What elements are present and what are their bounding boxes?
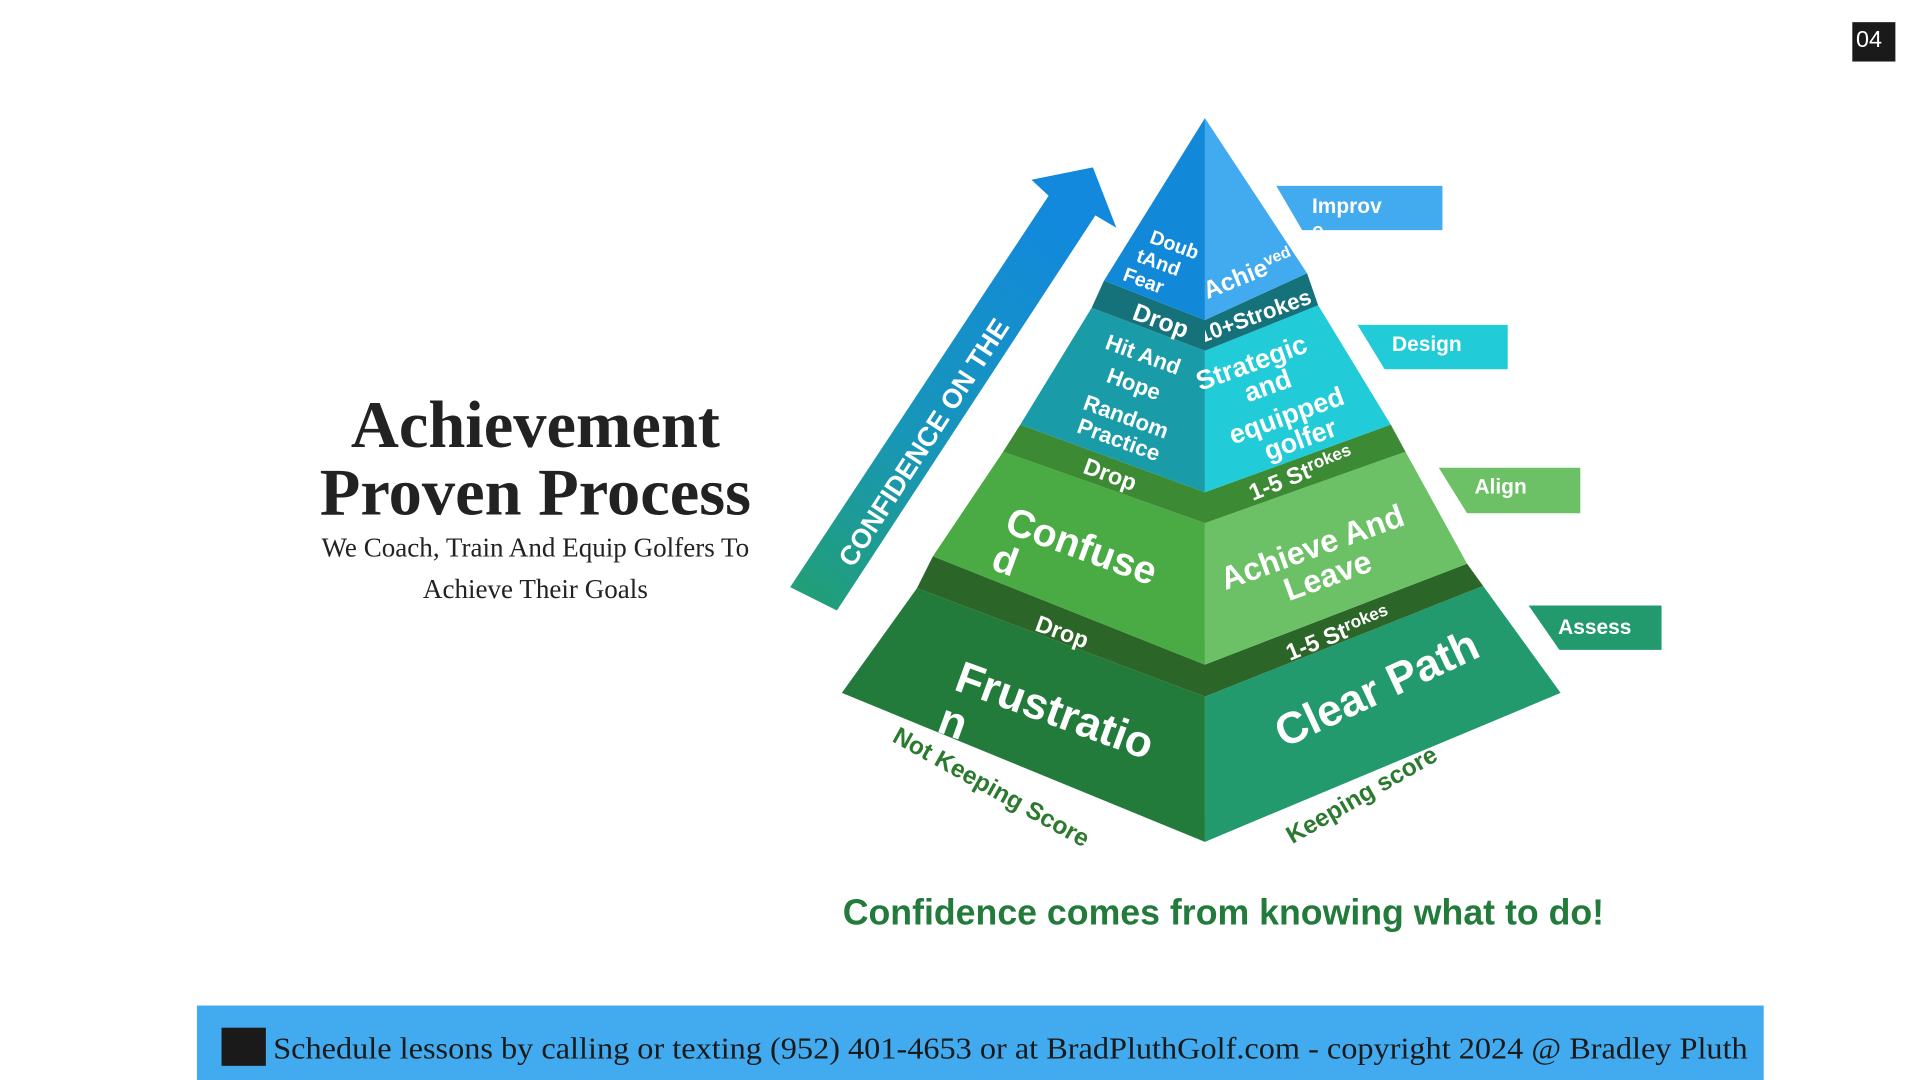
- pyramid: Doub tAnd Fear Achieved Drop 10+Strokes …: [841, 118, 1561, 853]
- stage-label-align: Align: [1438, 467, 1581, 514]
- stage-label-improve: Improv e: [1276, 185, 1443, 243]
- stage-label-text: Design: [1392, 333, 1462, 356]
- page-number: 04: [1856, 26, 1882, 52]
- subtitle-line2: Achieve Their Goals: [423, 574, 648, 604]
- tier1-left-face: [1104, 118, 1205, 321]
- stage-label-text-line2: e: [1312, 220, 1324, 243]
- arrow-up-icon: [790, 167, 1117, 611]
- band2: [1003, 424, 1406, 524]
- tier2-right-face: [1204, 305, 1391, 493]
- footer-square-icon: [221, 1027, 266, 1066]
- page-number-badge: 04: [1852, 22, 1896, 62]
- tier3-right-face: [1204, 451, 1468, 665]
- tier3-left-face: [932, 451, 1205, 665]
- page-title-line1: Achievement: [351, 389, 720, 462]
- stage-label-text: Assess: [1558, 616, 1631, 639]
- tier4-right-face: [1204, 585, 1561, 842]
- stage-label-assess: Assess: [1528, 605, 1662, 650]
- band1: [1091, 273, 1319, 351]
- tier4-left-face: [841, 588, 1205, 842]
- tier2-left-face: [1020, 307, 1205, 493]
- footer-bar: Schedule lessons by calling or texting (…: [196, 1005, 1764, 1080]
- page-title-line2: Proven Process: [320, 456, 751, 529]
- tier1-right-face: [1204, 118, 1308, 321]
- stage-label-text: Improv: [1312, 195, 1382, 218]
- subtitle-line1: We Coach, Train And Equip Golfers To: [322, 532, 750, 562]
- tagline: Confidence comes from knowing what to do…: [843, 892, 1604, 932]
- stage-label-text: Align: [1474, 476, 1526, 499]
- stage-label-design: Design: [1357, 324, 1508, 370]
- band3: [916, 556, 1484, 697]
- footer-text: Schedule lessons by calling or texting (…: [273, 1031, 1747, 1065]
